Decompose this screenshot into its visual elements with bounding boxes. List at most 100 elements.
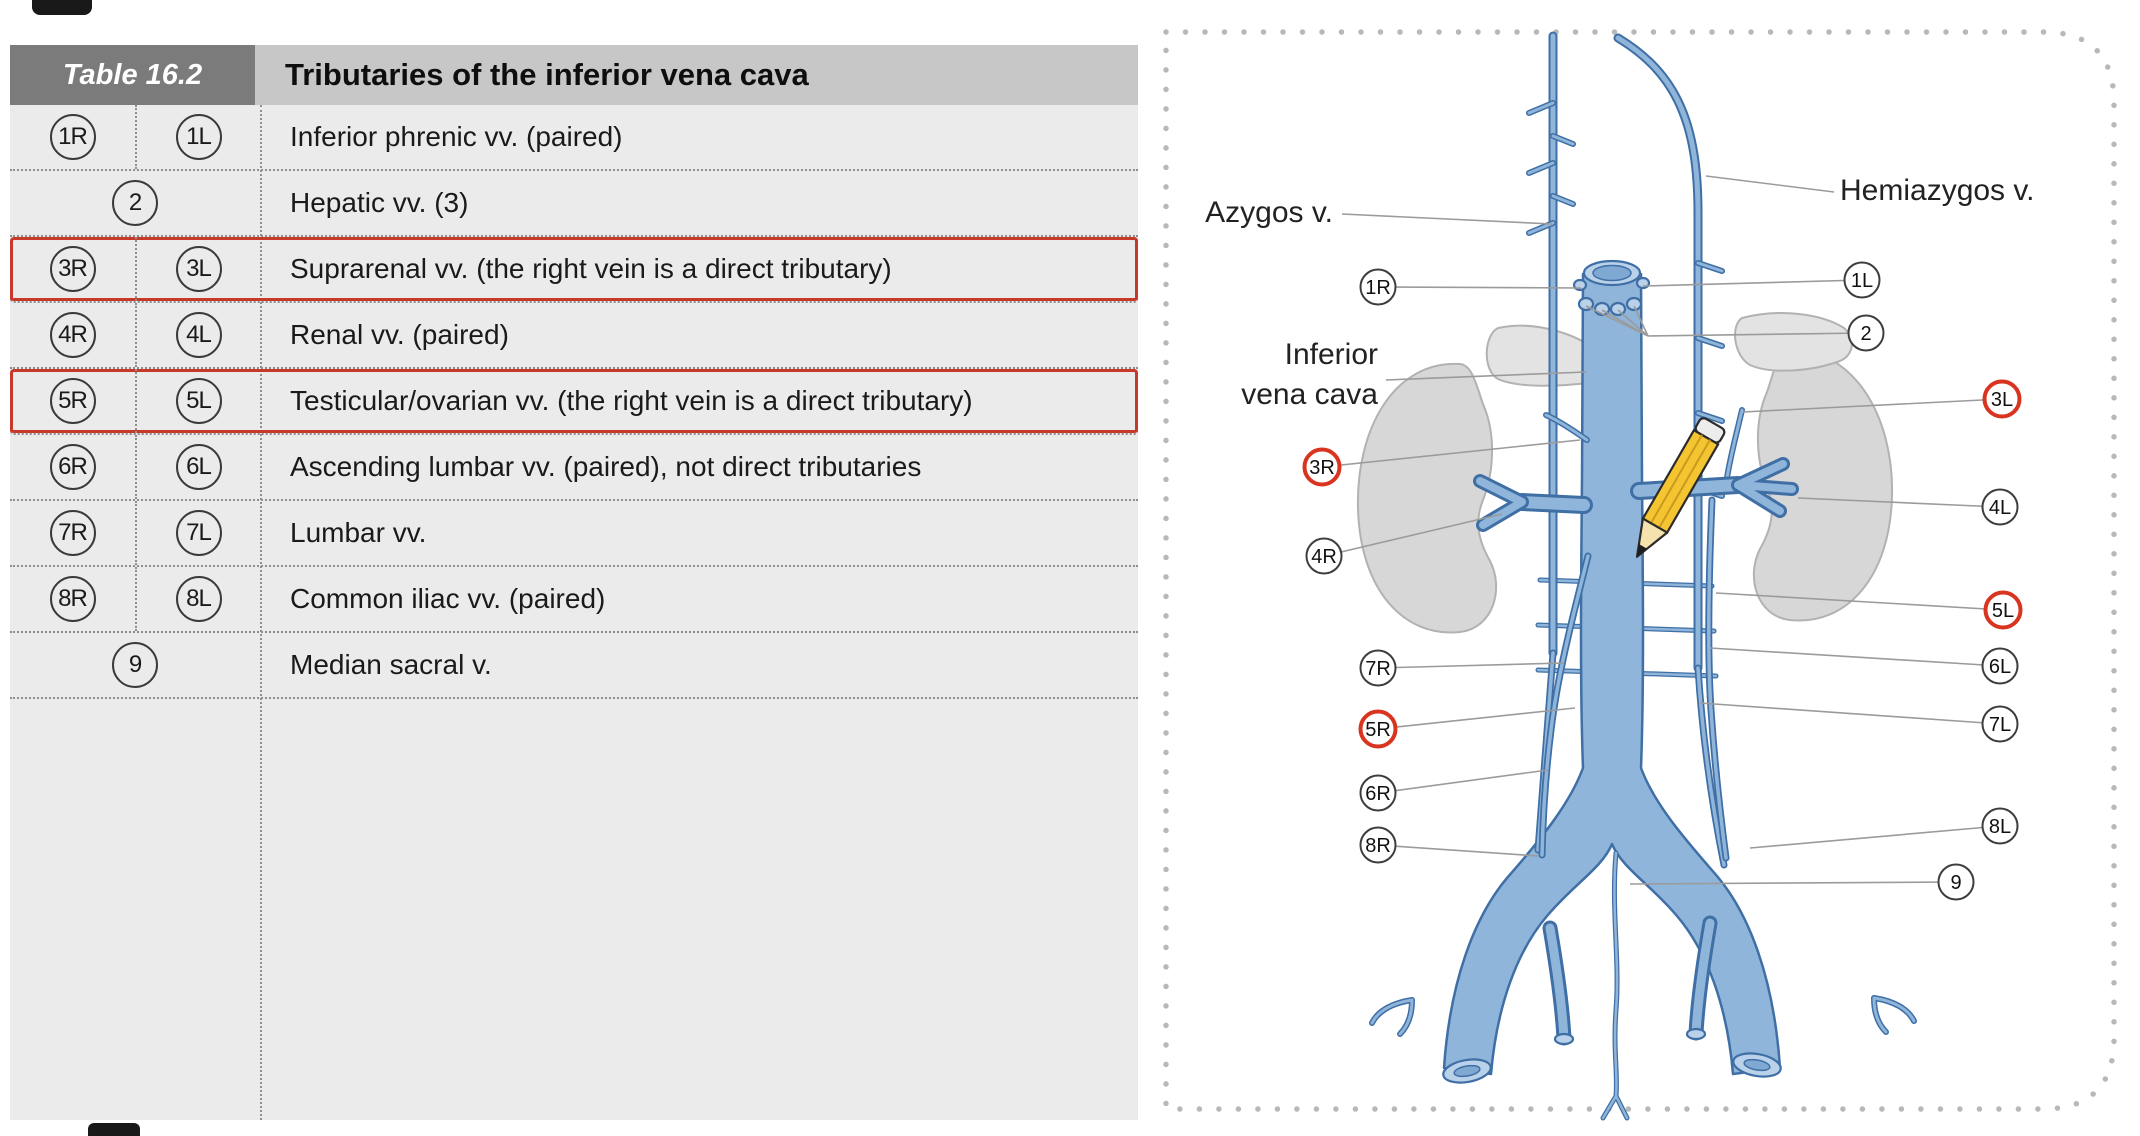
row-number-cell: 7R [10,501,137,565]
svg-text:3L: 3L [1991,389,2013,411]
row-number-badge: 9 [112,642,158,688]
row-number-cell: 6R [10,435,137,499]
row-text: Ascending lumbar vv. (paired), not direc… [290,451,922,482]
diagram-marker-5l: 5L [1983,590,2023,630]
left-kidney-shape [1752,348,1894,622]
right-kidney-shape [1356,362,1498,634]
diagram-marker-5r: 5R [1358,709,1398,749]
row-number-cell: 8L [137,567,260,631]
table-body: 1R 1L Inferior phrenic vv. (paired) 2 Hepati… [10,105,1138,1120]
table-title: Tributaries of the inferior vena cava [255,45,1138,105]
row-text: Median sacral v. [290,649,492,680]
table-row: 2 Hepatic vv. (3) [10,171,1138,237]
svg-text:7R: 7R [1365,658,1391,680]
svg-text:5R: 5R [1365,719,1391,741]
table-row: 3R 3L Suprarenal vv. (the right vein is a … [10,237,1138,303]
diagram-marker-7l: 7L [1981,705,2019,743]
row-number-badge: 6R [49,444,96,490]
diagram-marker-1l: 1L [1843,261,1881,299]
page-corner-mark-top [32,0,92,15]
row-number-cell: 1R [10,105,137,169]
svg-text:4R: 4R [1311,546,1337,568]
row-number-cell: 6L [137,435,260,499]
svg-text:1L: 1L [1851,270,1873,292]
diagram-marker-4l: 4L [1981,488,2019,526]
row-number-cell: 7L [137,501,260,565]
row-number-badge: 4R [49,312,96,358]
table-row: 1R 1L Inferior phrenic vv. (paired) [10,105,1138,171]
row-number-badge: 3R [49,246,96,292]
svg-text:7L: 7L [1989,714,2011,736]
row-number-cell: 1L [137,105,260,169]
table-row: 5R 5L Testicular/ovarian vv. (the right ve… [10,369,1138,435]
diagram-marker-2: 2 [1847,314,1885,352]
svg-text:8R: 8R [1365,835,1391,857]
row-number-badge: 8L [175,576,222,622]
pencil-icon [1635,417,1726,558]
hepatic-leader-lines [1585,305,1649,337]
row-number-badge: 1R [49,114,96,160]
svg-text:3R: 3R [1309,457,1335,479]
row-number-cell: 9 [10,633,260,697]
svg-text:2: 2 [1860,323,1871,345]
row-number-cell: 3L [137,237,260,301]
row-text: Inferior phrenic vv. (paired) [290,121,623,152]
left-adrenal-gland [1734,312,1853,372]
table-row: 6R 6L Ascending lumbar vv. (paired), not d… [10,435,1138,501]
cut-vessel-ends [1442,259,1782,1084]
table-row: 7R 7L Lumbar vv. [10,501,1138,567]
diagram-marker-3r: 3R [1302,447,1342,487]
diagram-marker-9: 9 [1937,863,1975,901]
diagram-label: vena cava [1241,378,1378,411]
svg-text:6R: 6R [1365,783,1391,805]
diagram-marker-4r: 4R [1305,537,1343,575]
svg-text:6L: 6L [1989,656,2011,678]
row-number-badge: 2 [112,180,158,226]
row-number-badge: 5R [49,378,96,424]
leader-lines [1321,175,2004,885]
row-text: Common iliac vv. (paired) [290,583,606,614]
table-row: 8R 8L Common iliac vv. (paired) [10,567,1138,633]
diagram-marker-8l: 8L [1981,807,2019,845]
table-row: 9 Median sacral v. [10,633,1138,699]
svg-text:1R: 1R [1365,277,1391,299]
table-number-label: Table 16.2 [10,45,255,105]
row-text: Renal vv. (paired) [290,319,509,350]
row-number-badge: 8R [49,576,96,622]
svg-text:5L: 5L [1992,600,2014,622]
table-row: 4R 4L Renal vv. (paired) [10,303,1138,369]
row-number-badge: 4L [175,312,222,358]
row-text: Suprarenal vv. (the right vein is a dire… [290,253,892,284]
diagram-label: Azygos v. [1205,196,1333,229]
row-text: Hepatic vv. (3) [290,187,469,218]
diagram-markers: 1R 1L 2 3L 3R 4L 4R 5L 6L 7R 7L 5R 6R 8R 8L 9 [1302,261,2023,901]
row-number-cell: 8R [10,567,137,631]
diagram-marker-6r: 6R [1359,774,1397,812]
row-number-badge: 5L [175,378,222,424]
row-number-badge: 3L [175,246,222,292]
row-text: Lumbar vv. [290,517,427,548]
row-number-badge: 1L [175,114,222,160]
tributaries-table: Table 16.2 Tributaries of the inferior v… [10,45,1138,1120]
row-number-cell: 4R [10,303,137,367]
svg-text:8L: 8L [1989,816,2011,838]
row-number-badge: 7R [49,510,96,556]
table-header: Table 16.2 Tributaries of the inferior v… [10,45,1138,105]
inferior-vena-cava-trunk [1442,272,1782,1076]
page-corner-mark-bottom [88,1123,140,1136]
row-number-badge: 7L [175,510,222,556]
diagram-label: Inferior [1285,338,1378,371]
row-number-cell: 4L [137,303,260,367]
row-number-cell: 5R [10,369,137,433]
svg-text:4L: 4L [1989,497,2011,519]
hepatic-vein-stubs [1577,296,1643,317]
row-number-cell: 2 [10,171,260,235]
median-sacral-vein [1603,853,1627,1118]
diagram-marker-6l: 6L [1981,647,2019,685]
diagram-marker-8r: 8R [1359,826,1397,864]
row-text: Testicular/ovarian vv. (the right vein i… [290,385,973,416]
diagram-marker-7r: 7R [1359,649,1397,687]
